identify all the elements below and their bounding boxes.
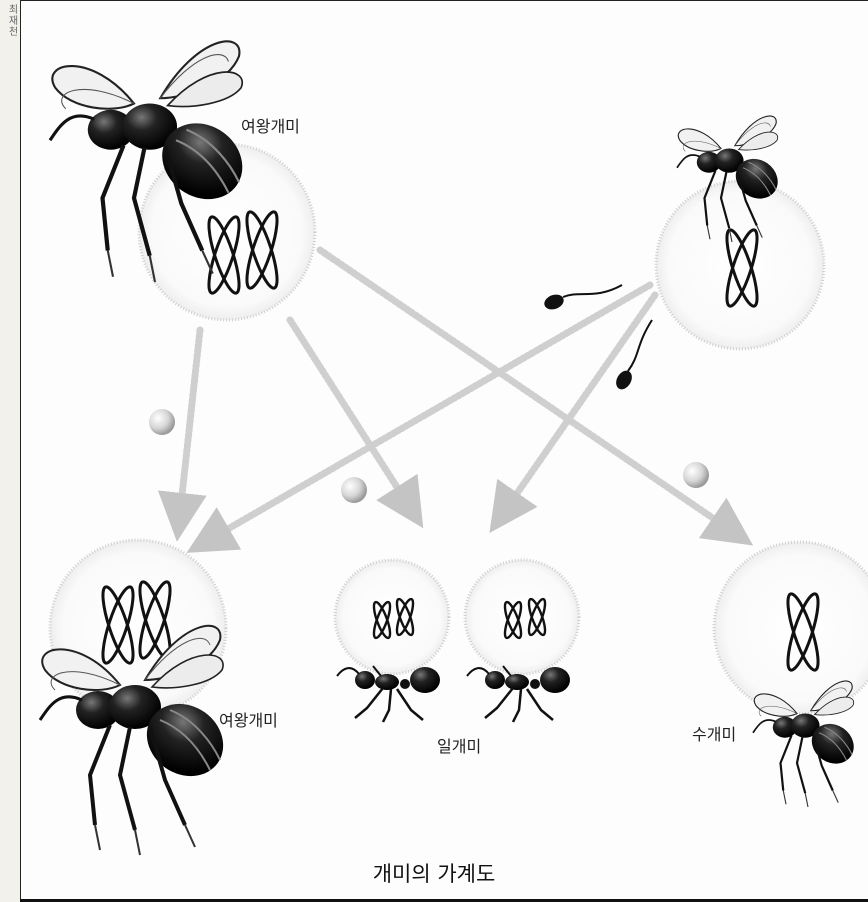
male-parent-cell	[656, 181, 824, 349]
diagram-caption: 개미의 가계도	[0, 858, 868, 888]
egg-icon	[341, 477, 367, 503]
queen-offspring-label: 여왕개미	[219, 707, 278, 731]
worker-ant-icon	[467, 666, 570, 722]
male-label: 수개미	[692, 721, 736, 745]
queen-parent-label: 여왕개미	[241, 113, 300, 137]
worker-label: 일개미	[437, 733, 481, 757]
worker-ant-icon	[337, 666, 440, 722]
egg-icon	[149, 409, 175, 435]
worker-cell-right	[465, 560, 579, 674]
egg-icon	[683, 462, 709, 488]
worker-cell-left	[335, 560, 449, 674]
